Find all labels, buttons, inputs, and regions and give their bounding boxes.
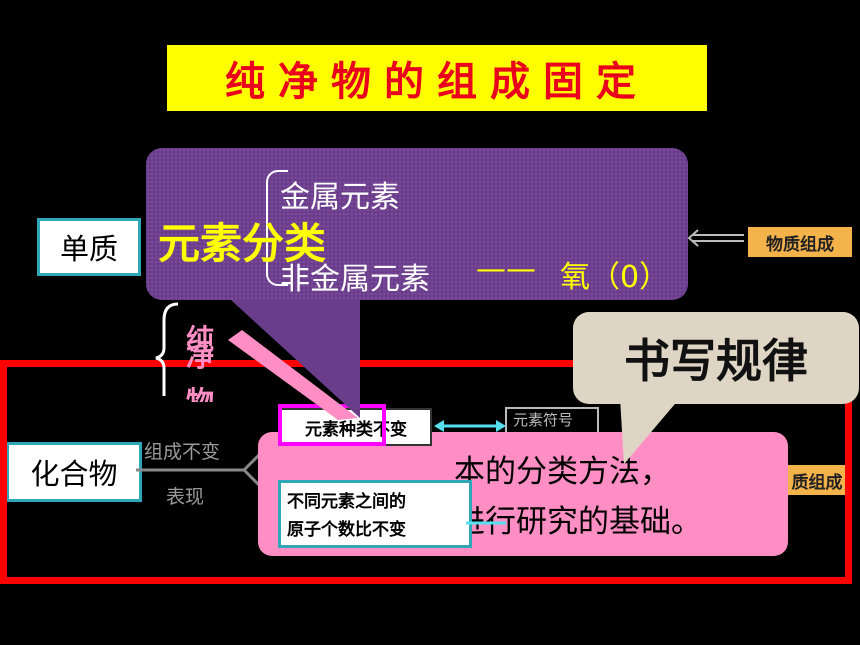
purple-callout: 金属元素 非金属元素 —— 氧（0） 元素分类 <box>146 148 688 300</box>
pink-stripe <box>228 330 358 420</box>
vertical-brace <box>155 302 179 396</box>
pink-callout-line1: 本的分类方法， <box>454 454 671 490</box>
element-classification-heading: 元素分类 <box>158 219 327 268</box>
writing-rule-callout: 书写规律 <box>573 312 859 404</box>
nonmetal-element-label: 非金属元素 <box>280 262 430 297</box>
vertical-char-2: 净 <box>186 340 215 373</box>
compound-label: 化合物 <box>6 442 142 502</box>
purple-callout-tail <box>220 290 360 418</box>
double-arrow-top <box>687 229 744 247</box>
constant-composition-label: 组成不变 <box>144 441 221 463</box>
vertical-char-1: 纯 <box>186 323 215 356</box>
compound-frame <box>0 360 852 584</box>
classification-brace <box>266 170 288 286</box>
manifestation-label: 表现 <box>166 486 205 508</box>
vertical-char-3: 物 <box>186 385 215 402</box>
cyan-short-line <box>466 521 506 525</box>
atom-ratio-line2: 原子个数比不变 <box>287 520 406 540</box>
atom-ratio-line1: 不同元素之间的 <box>287 492 406 512</box>
simple-substance-label: 单质 <box>37 218 141 276</box>
oxygen-label: 氧（0） <box>560 260 670 295</box>
atom-ratio-box: 不同元素之间的 原子个数比不变 <box>278 480 472 548</box>
cyan-double-arrow <box>434 420 506 432</box>
dash-label: —— <box>476 252 536 287</box>
composition-label-top: 物质组成 <box>748 227 852 257</box>
page-title: 纯净物的组成固定 <box>167 45 707 111</box>
composition-label-bottom: 质组成 <box>786 465 848 495</box>
metal-element-label: 金属元素 <box>280 180 400 215</box>
tan-callout-tail <box>620 398 680 464</box>
